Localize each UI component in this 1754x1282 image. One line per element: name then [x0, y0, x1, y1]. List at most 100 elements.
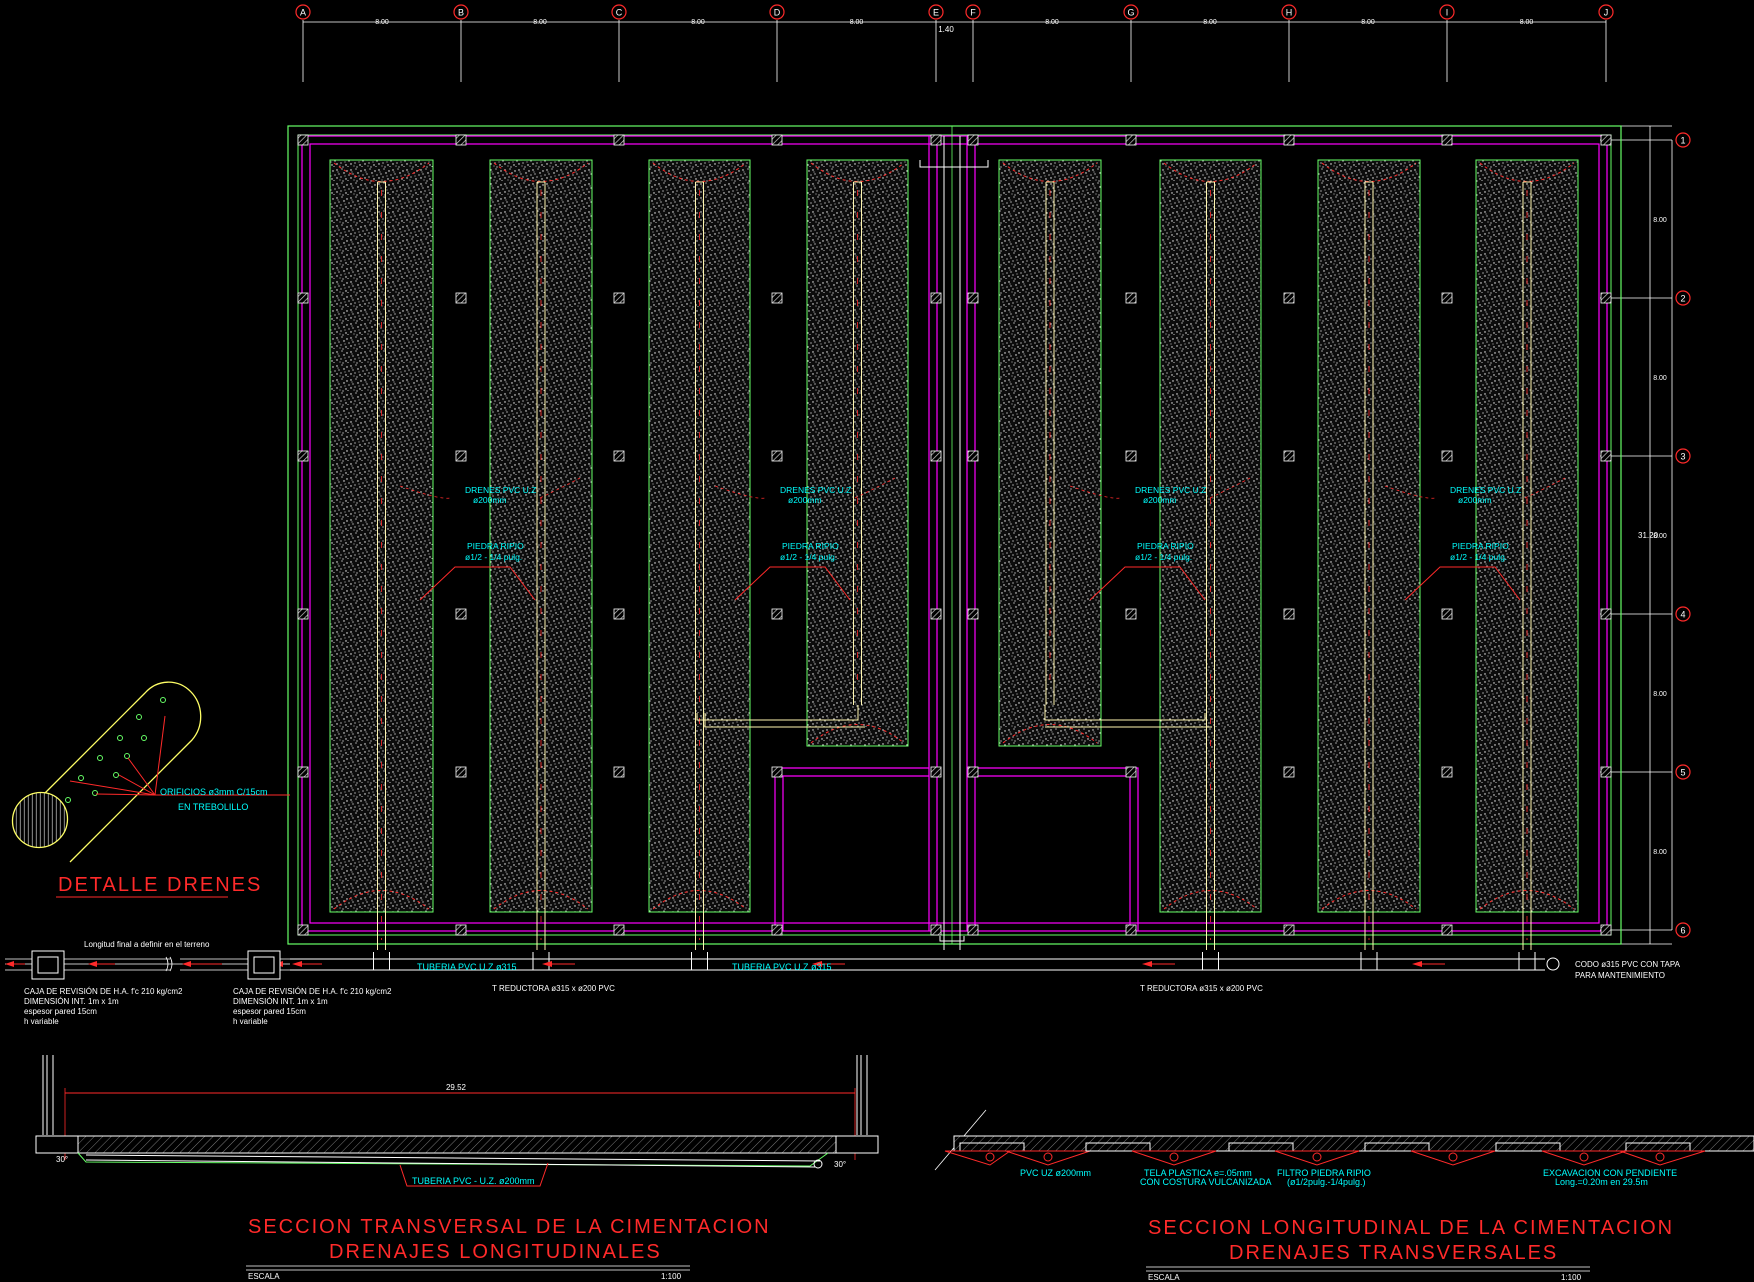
- piedra-label: ø1/2 - 1/4 pulg.: [1450, 552, 1507, 562]
- drenes-label: DRENES PVC U.Z: [780, 485, 851, 495]
- column-marker: [1283, 450, 1295, 462]
- column-marker: [1600, 924, 1612, 936]
- column-marker: [967, 134, 979, 146]
- column-marker: [771, 608, 783, 620]
- column-marker: [1283, 924, 1295, 936]
- column-marker: [613, 134, 625, 146]
- pipe-tee: [1518, 952, 1536, 970]
- codo-label: PARA MANTENIMIENTO: [1575, 971, 1665, 980]
- column-spacing-label: 8.00: [533, 19, 547, 26]
- inspection-boxes: Longitud final a definir en el terreno C…: [5, 940, 392, 1026]
- drain-edge-curve: [1321, 162, 1417, 182]
- tuberia-label: TUBERIA PVC U.Z ø315: [417, 962, 517, 972]
- column-bubble-label: J: [1604, 8, 1609, 18]
- column-marker: [1600, 766, 1612, 778]
- column-marker: [930, 924, 942, 936]
- drenes-label: ø200mm: [1458, 495, 1492, 505]
- column-marker: [455, 134, 467, 146]
- orificios-label: EN TREBOLILLO: [178, 802, 248, 812]
- column-marker: [1441, 292, 1453, 304]
- caja-label-2: espesor pared 15cm: [233, 1007, 306, 1016]
- drain-pipe-end: [11, 791, 69, 849]
- column-bubble: [453, 4, 469, 20]
- trench-pipe: [1043, 1152, 1053, 1162]
- tuberia-label: TUBERIA PVC U.Z ø315: [732, 962, 832, 972]
- column-marker: [930, 292, 942, 304]
- column-marker: [967, 766, 979, 778]
- drenes-leader: [714, 477, 896, 499]
- tela-label: TELA PLASTICA e=.05mm: [1144, 1168, 1252, 1178]
- row-bubble: [1675, 448, 1691, 464]
- column-marker: [1441, 608, 1453, 620]
- piedra-label: PIEDRA RIPIO: [782, 541, 839, 551]
- column-marker: [1441, 134, 1453, 146]
- column-marker: [613, 450, 625, 462]
- column-marker: [613, 924, 625, 936]
- gravel-drain-strip: [1317, 159, 1421, 913]
- column-spacing-label: 8.00: [1045, 19, 1059, 26]
- column-marker: [297, 450, 309, 462]
- column-marker: [1441, 766, 1453, 778]
- drenes-leader: [1384, 477, 1566, 499]
- column-marker: [455, 292, 467, 304]
- row-spacings: 8.008.008.008.008.00: [1653, 217, 1667, 856]
- trench-pipe: [1169, 1152, 1179, 1162]
- row-bubble-label: 2: [1680, 294, 1685, 304]
- orifice-leaders: [69, 715, 290, 796]
- trench-section: [1131, 1150, 1217, 1166]
- section-longitudinal: PVC UZ ø200mm TELA PLASTICA e=.05mm CON …: [934, 1109, 1754, 1282]
- caja-label-1: h variable: [24, 1017, 59, 1026]
- gravel-drain-strip: [329, 159, 434, 913]
- trench-section: [1619, 1150, 1706, 1166]
- drenes-label: ø200mm: [788, 495, 822, 505]
- row-spacing-label: 8.00: [1653, 691, 1667, 698]
- angle-right: 30°: [834, 1160, 846, 1169]
- drain-edge-curve: [1002, 724, 1098, 744]
- piedra-label: PIEDRA RIPIO: [1452, 541, 1509, 551]
- footing-block: [1495, 1142, 1561, 1152]
- column-bubble: [1281, 4, 1297, 20]
- row-bubble: [1675, 290, 1691, 306]
- column-marker: [455, 450, 467, 462]
- row-bubble-label: 6: [1680, 926, 1685, 936]
- opening-beam-left-inner: [782, 775, 929, 931]
- caja-label-2: DIMENSIÓN INT. 1m x 1m: [233, 997, 328, 1006]
- column-marker: [1125, 608, 1137, 620]
- row-bubble: [1675, 606, 1691, 622]
- inspection-box-2: [247, 950, 281, 980]
- caja-label-1: espesor pared 15cm: [24, 1007, 97, 1016]
- filtro-label: FILTRO PIEDRA RIPIO: [1277, 1168, 1371, 1178]
- column-marker: [297, 924, 309, 936]
- drenes-label: ø200mm: [1143, 495, 1177, 505]
- column-marker: [930, 134, 942, 146]
- drain-edge-curve: [333, 890, 430, 910]
- footing-block: [1085, 1142, 1151, 1152]
- opening-beam-left: [774, 767, 929, 931]
- column-marker: [613, 608, 625, 620]
- trench-pipe: [1448, 1152, 1458, 1162]
- column-marker: [297, 292, 309, 304]
- pipe-tee: [373, 952, 390, 970]
- caja-label-1: DIMENSIÓN INT. 1m x 1m: [24, 997, 119, 1006]
- pipe-tee: [691, 952, 708, 970]
- column-marker: [1125, 766, 1137, 778]
- piedra-leader: [1404, 566, 1521, 601]
- column-marker: [771, 450, 783, 462]
- center-top-bracket: [919, 160, 989, 168]
- column-marker: [967, 450, 979, 462]
- column-marker: [967, 608, 979, 620]
- transversal-title-1: SECCION TRANSVERSAL DE LA CIMENTACION: [248, 1216, 771, 1238]
- column-bubble-label: A: [300, 8, 306, 18]
- column-spacing-label: 8.00: [1361, 19, 1375, 26]
- column-marker: [297, 608, 309, 620]
- column-marker: [1125, 134, 1137, 146]
- trench-section: [1541, 1150, 1627, 1166]
- column-bubble-label: D: [774, 8, 781, 18]
- column-marker: [613, 766, 625, 778]
- column-marker: [455, 608, 467, 620]
- caja-label-2: h variable: [233, 1017, 268, 1026]
- row-bubble-label: 5: [1680, 768, 1685, 778]
- drain-edge-curve: [652, 890, 747, 910]
